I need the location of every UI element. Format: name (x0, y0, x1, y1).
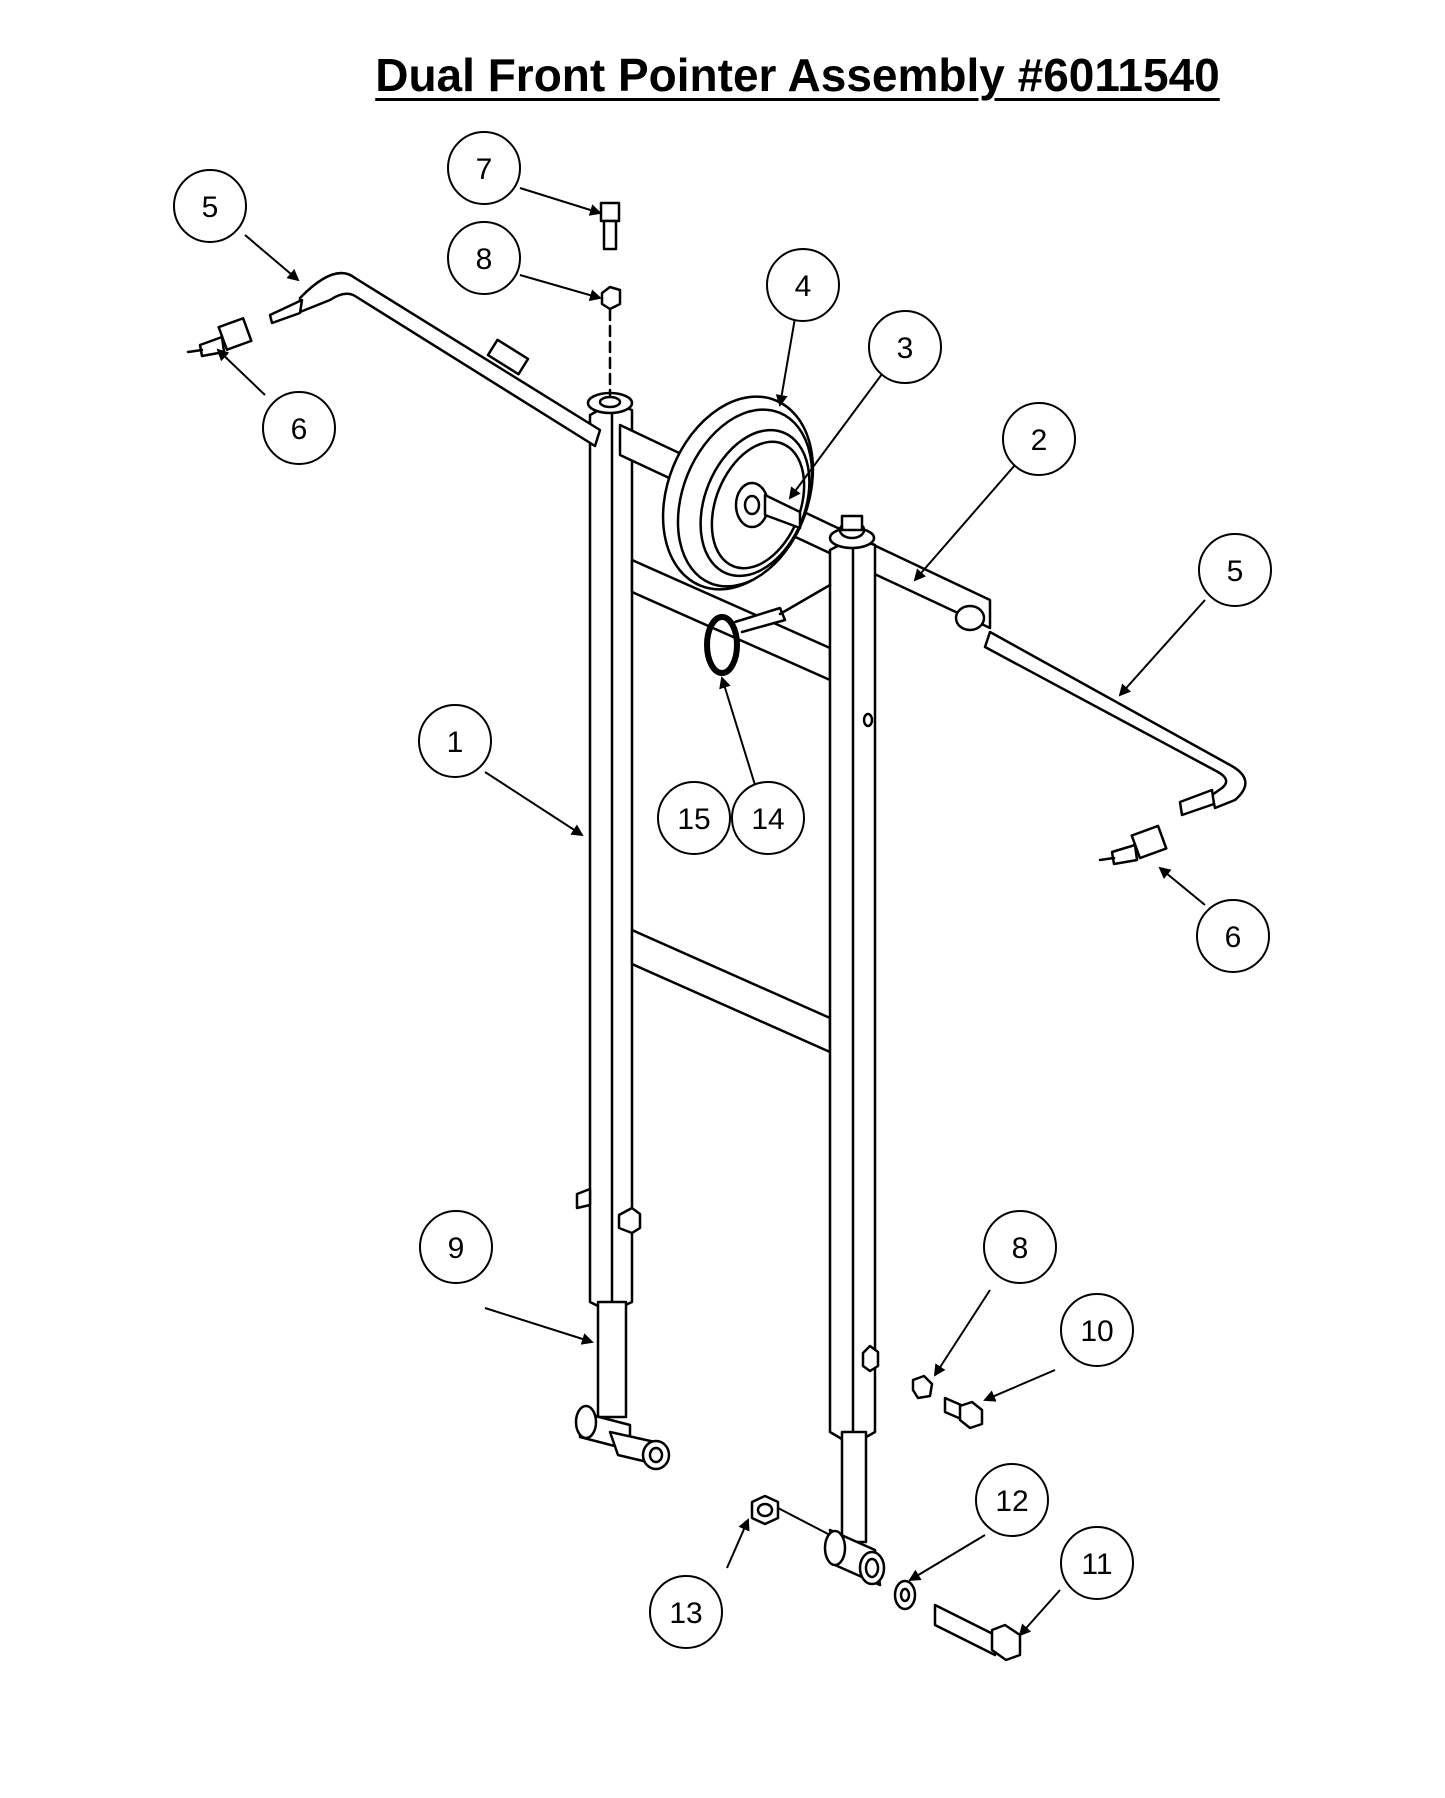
hub-part-3 (734, 481, 802, 530)
svg-text:2: 2 (1031, 424, 1048, 457)
right-post (828, 514, 877, 1544)
left-post-nuts (575, 1187, 642, 1235)
callout-14: 14 (731, 781, 805, 855)
callout-3: 3 (868, 310, 942, 384)
callout-2: 2 (1002, 402, 1076, 476)
svg-text:8: 8 (1012, 1232, 1029, 1265)
svg-text:15: 15 (677, 803, 710, 836)
nut-part-13 (750, 1494, 780, 1526)
callout-11: 11 (1060, 1526, 1134, 1600)
svg-text:7: 7 (476, 153, 493, 186)
svg-text:1: 1 (447, 726, 464, 759)
svg-text:6: 6 (1225, 921, 1242, 954)
callout-4: 4 (766, 248, 840, 322)
callout-6-right: 6 (1196, 899, 1270, 973)
nut-part-8-lower (861, 1344, 934, 1400)
left-pointer-rod-part-5 (186, 271, 602, 448)
clamp-part-14-15 (704, 583, 832, 676)
svg-text:5: 5 (1227, 555, 1244, 588)
bolt-part-7 (599, 201, 621, 251)
bolt-part-11 (933, 1603, 1022, 1662)
callout-13: 13 (649, 1575, 723, 1649)
callout-5-right: 5 (1198, 533, 1272, 607)
svg-text:11: 11 (1081, 1548, 1112, 1581)
callout-bubbles: 7 5 8 4 3 6 2 5 1 15 14 6 9 8 10 12 11 1… (173, 131, 1272, 1649)
leader-lines (216, 187, 1206, 1637)
callout-1: 1 (418, 704, 492, 778)
svg-text:10: 10 (1080, 1315, 1113, 1348)
pivot-bushing (823, 1528, 886, 1587)
bolt-part-10 (943, 1396, 984, 1430)
svg-text:6: 6 (291, 413, 308, 446)
callout-5-left: 5 (173, 169, 247, 243)
svg-text:13: 13 (669, 1597, 702, 1630)
callout-15: 15 (657, 781, 731, 855)
svg-text:8: 8 (476, 243, 493, 276)
nut-part-8-top (600, 285, 622, 397)
left-leg-tube-part-9 (574, 1300, 671, 1471)
svg-text:14: 14 (751, 803, 784, 836)
callout-8-top: 8 (447, 221, 521, 295)
callout-9: 9 (419, 1210, 493, 1284)
washer-part-12 (893, 1579, 917, 1611)
callout-7: 7 (447, 131, 521, 205)
left-post-part-1 (586, 391, 634, 1314)
page-title: Dual Front Pointer Assembly #6011540 (375, 49, 1220, 101)
callout-12: 12 (975, 1463, 1049, 1537)
callout-6-left: 6 (262, 391, 336, 465)
svg-text:12: 12 (995, 1485, 1028, 1518)
svg-text:4: 4 (795, 270, 812, 303)
svg-text:9: 9 (448, 1232, 465, 1265)
right-pointer-tip-part-6 (1098, 788, 1216, 866)
svg-text:3: 3 (897, 332, 914, 365)
parts-drawing (186, 201, 1247, 1662)
callout-8-lower: 8 (983, 1210, 1057, 1284)
svg-text:5: 5 (202, 191, 219, 224)
callout-10: 10 (1060, 1293, 1134, 1367)
